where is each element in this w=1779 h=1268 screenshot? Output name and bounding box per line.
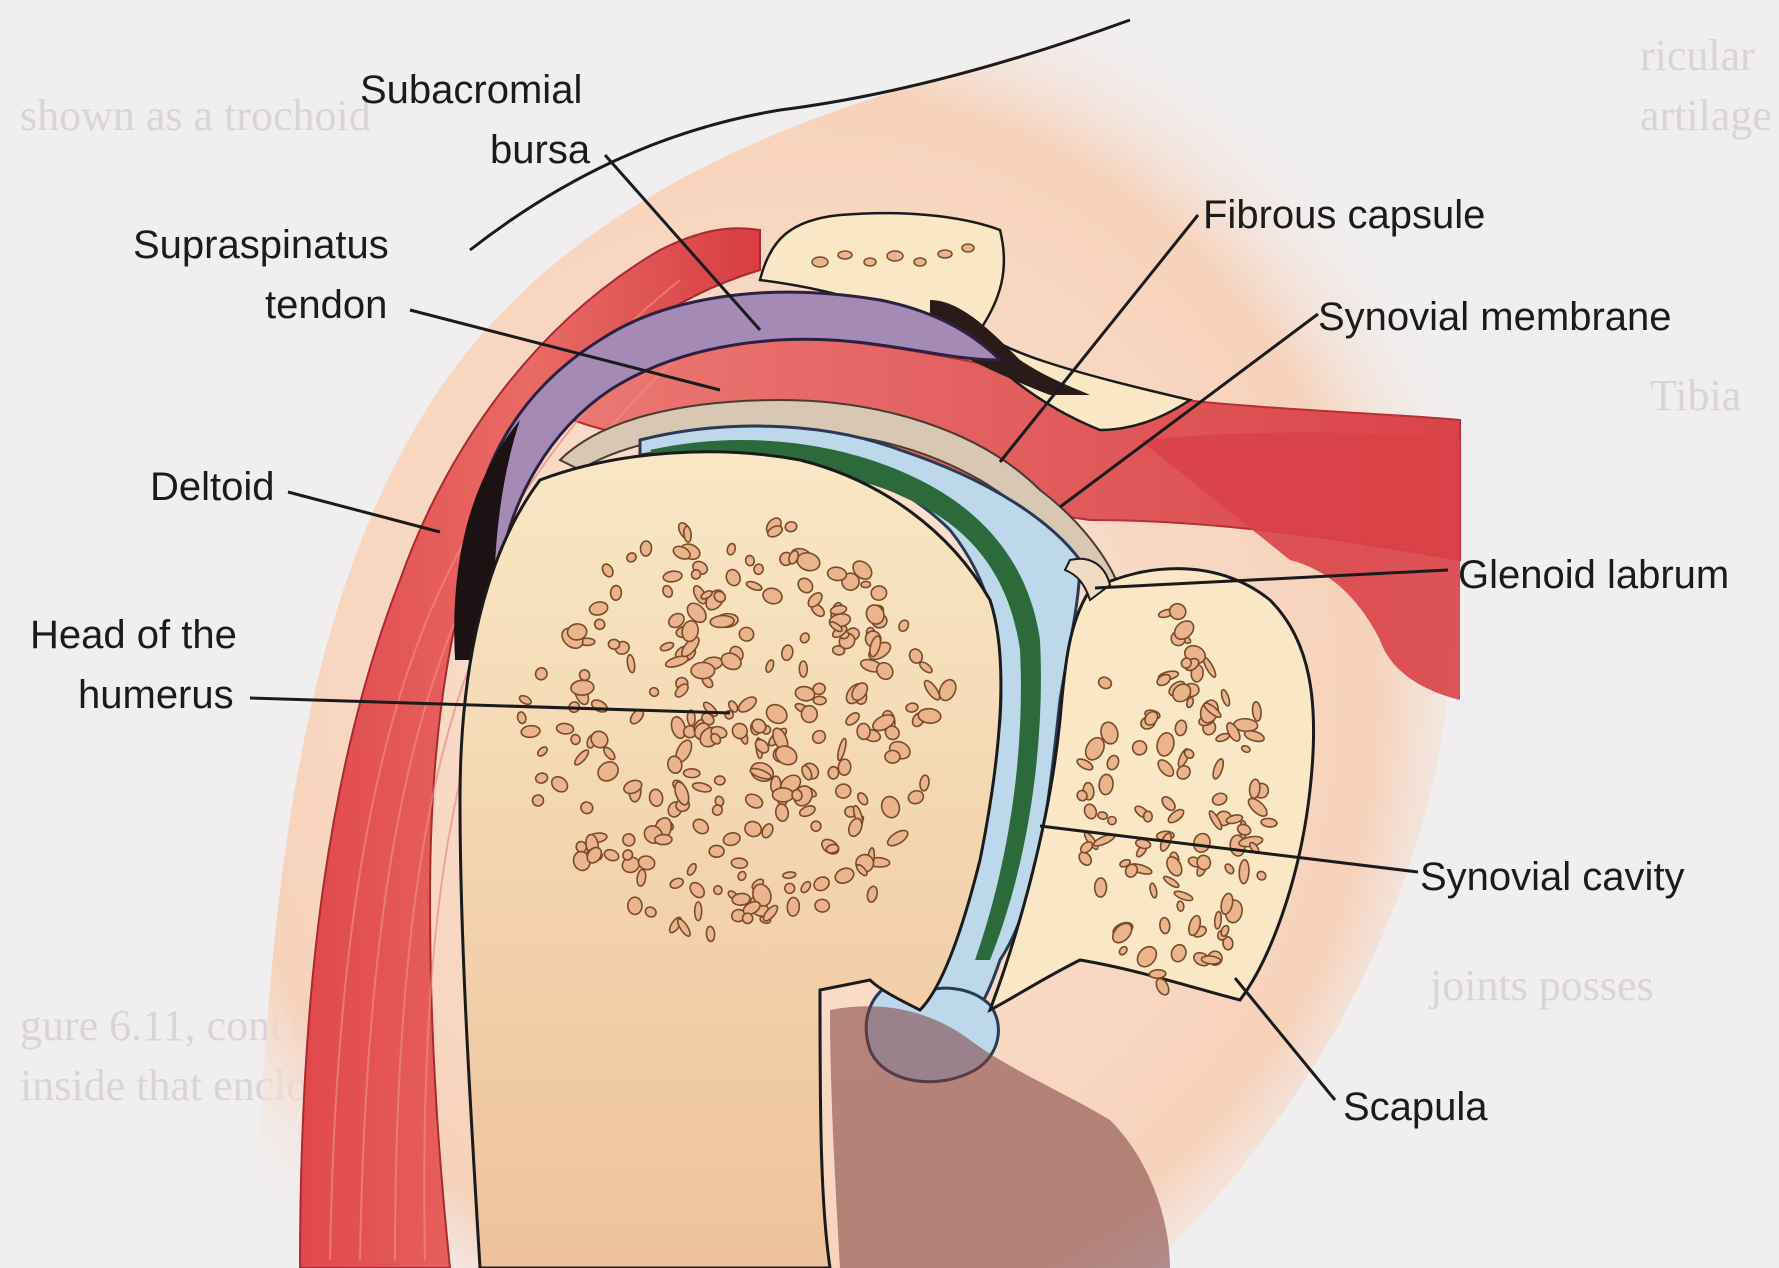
spongy-bone-pore: [1108, 817, 1116, 825]
spongy-bone-pore: [772, 788, 793, 802]
spongy-bone-pore: [731, 858, 748, 869]
spongy-bone-pore: [1144, 811, 1153, 822]
spongy-bone-pore: [1239, 860, 1250, 884]
spongy-bone-pore: [610, 585, 622, 600]
spongy-bone-pore: [683, 769, 700, 778]
svg-text:joints posses: joints posses: [1428, 961, 1654, 1010]
spongy-bone-pore: [655, 834, 672, 844]
label-scapula: Scapula: [1343, 1085, 1488, 1129]
spongy-bone-pore: [709, 845, 724, 857]
spongy-bone-pore: [695, 902, 702, 921]
label-fibrous-capsule: Fibrous capsule: [1203, 193, 1485, 237]
svg-text:artilage: artilage: [1640, 91, 1772, 140]
spongy-bone-pore: [640, 541, 652, 557]
spongy-bone-pore: [799, 661, 807, 677]
spongy-bone-pore: [570, 734, 581, 745]
label-head-of-humerus: Head of the humerus: [30, 613, 248, 717]
spongy-bone-pore: [745, 555, 755, 566]
spongy-bone-pore: [691, 663, 715, 679]
spongy-bone-pore: [532, 794, 545, 807]
spongy-bone-pore: [801, 705, 818, 723]
spongy-bone-pore: [713, 885, 722, 895]
svg-text:shown as a trochoid: shown as a trochoid: [20, 91, 371, 140]
label-synovial-cavity: Synovial cavity: [1420, 855, 1685, 899]
spongy-bone-pore: [857, 723, 871, 740]
spongy-bone-pore: [1159, 917, 1170, 934]
spongy-bone-pore: [1177, 901, 1185, 912]
label-glenoid-labrum: Glenoid labrum: [1458, 553, 1729, 597]
spongy-bone-pore: [787, 897, 800, 916]
spongy-bone-pore: [813, 696, 826, 705]
spongy-bone-pore: [828, 767, 839, 780]
spongy-bone-pore: [1095, 878, 1107, 897]
spongy-bone-pore: [861, 581, 871, 588]
spongy-bone-pore: [714, 776, 725, 785]
spongy-bone-pore: [1149, 969, 1166, 978]
label-supraspinatus-tendon: Supraspinatus tendon: [133, 223, 400, 327]
svg-text:Tibia: Tibia: [1650, 371, 1741, 420]
svg-text:ricular: ricular: [1640, 31, 1755, 80]
label-deltoid: Deltoid: [150, 465, 275, 509]
spongy-bone-pore: [838, 759, 852, 776]
spongy-bone-pore: [885, 750, 901, 763]
spongy-bone-pore: [628, 897, 642, 914]
label-synovial-membrane: Synovial membrane: [1318, 295, 1672, 339]
spongy-bone-pore: [608, 639, 620, 650]
spongy-bone-pore: [706, 926, 715, 942]
label-subacromial-bursa: Subacromial bursa: [360, 68, 593, 172]
